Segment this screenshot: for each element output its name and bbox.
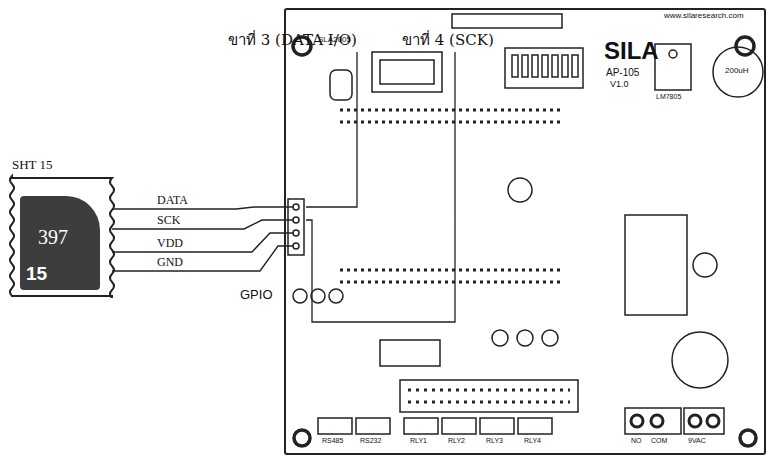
wire-label: SCK xyxy=(156,214,181,227)
connector-name: RS232 xyxy=(360,437,381,445)
connector-name: RLY4 xyxy=(524,437,541,445)
terminal-name: NO xyxy=(631,437,642,445)
connector-name: RLY3 xyxy=(486,437,503,445)
wire-label: DATA xyxy=(156,194,189,207)
part-name: LM7805 xyxy=(656,93,681,101)
chip-marking: 397 xyxy=(38,226,68,248)
connector-name: RLY1 xyxy=(410,437,427,445)
wire xyxy=(112,233,284,252)
connector-name: RLY2 xyxy=(448,437,465,445)
wire xyxy=(112,207,284,209)
chip-marking: 15 xyxy=(26,264,47,285)
wire-label: GND xyxy=(156,256,184,269)
wire xyxy=(112,246,284,271)
controller-board: SILA AP-105V1.0 xyxy=(284,8,766,455)
board-marking: V1.0 xyxy=(610,80,629,90)
connector-name: RS485 xyxy=(322,437,343,445)
board-marking: AP-105 xyxy=(606,67,639,78)
sensor-name: SHT 15 xyxy=(12,158,53,172)
wire xyxy=(112,220,284,229)
url-text: www.silaresearch.com xyxy=(664,12,744,21)
pin-label: ขาที่ 4 (SCK) xyxy=(402,32,494,49)
board-marking: SILA xyxy=(604,38,659,64)
part-name: SLA2005 xyxy=(318,36,351,45)
terminal-name: 9VAC xyxy=(688,437,706,445)
sensor-module: SHT 15 397 15 xyxy=(8,156,116,298)
wire-label: VDD xyxy=(156,237,184,250)
part-name: 200uH xyxy=(725,67,749,76)
signal-name: GPIO xyxy=(240,288,273,302)
sensor-chip: 397 15 xyxy=(20,196,100,290)
terminal-name: COM xyxy=(651,437,667,445)
